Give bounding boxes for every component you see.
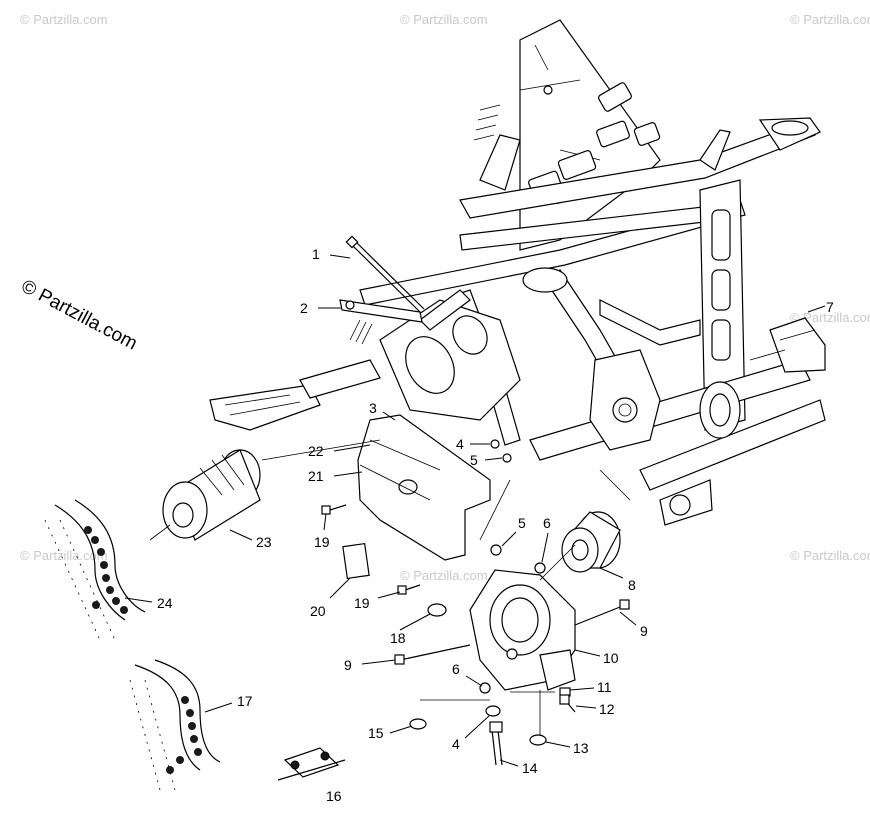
callout-13: 13 [545, 740, 589, 756]
callout-label: 10 [603, 650, 619, 666]
callout-label: 18 [390, 630, 406, 646]
nut [479, 682, 491, 694]
callout-17: 17 [204, 693, 253, 713]
callout-12: 12 [575, 701, 615, 717]
pad [769, 317, 826, 373]
callout-1: 1 [312, 246, 351, 262]
watermark: © Partzilla.com [20, 12, 108, 27]
bolt [321, 504, 347, 515]
chain-guard [357, 414, 491, 561]
callout-11: 11 [569, 679, 612, 695]
callout-22: 22 [308, 443, 371, 459]
watermark: © Partzilla.com [790, 310, 870, 325]
bearing-carrier [469, 569, 576, 691]
callout-8: 8 [599, 567, 636, 593]
callout-24: 24 [124, 595, 173, 611]
link-arm [339, 299, 423, 323]
bolt [559, 694, 576, 713]
callout-4: 4 [456, 436, 490, 452]
bolt [397, 584, 421, 595]
callout-9a: 9 [344, 657, 396, 673]
callout-6a: 6 [541, 515, 551, 563]
bolt [489, 721, 503, 766]
callout-14: 14 [499, 759, 538, 776]
callout-20: 20 [310, 577, 351, 619]
callout-15: 15 [368, 725, 413, 741]
callout-label: 13 [573, 740, 589, 756]
callout-label: 15 [368, 725, 384, 741]
chain [44, 499, 146, 641]
callout-label: 7 [826, 299, 834, 315]
callout-label: 16 [326, 788, 342, 804]
callout-label: 9 [344, 657, 352, 673]
callout-label: 4 [456, 436, 464, 452]
watermark: © Partzilla.com [790, 12, 870, 27]
callout-21: 21 [308, 468, 363, 484]
callout-label: 12 [599, 701, 615, 717]
partzilla-watermark: © Partzilla.com [18, 276, 141, 355]
callout-19a: 19 [314, 513, 330, 550]
nut [534, 562, 546, 574]
callout-label: 9 [640, 623, 648, 639]
callout-label: 1 [312, 246, 320, 262]
callout-label: 6 [452, 661, 460, 677]
bolt [345, 235, 425, 313]
bolt [394, 644, 471, 665]
nut [490, 544, 502, 556]
chain [129, 659, 221, 791]
washer [485, 705, 501, 717]
washer [529, 734, 547, 746]
washer [409, 718, 427, 730]
callout-label: 14 [522, 760, 538, 776]
callout-label: 11 [597, 679, 612, 695]
washer [490, 439, 500, 449]
callout-label: 22 [308, 443, 324, 459]
callout-7: 7 [807, 299, 834, 315]
watermark: © Partzilla.com [790, 548, 870, 563]
callout-label: 19 [314, 534, 330, 550]
watermark: © Partzilla.com [400, 12, 488, 27]
callout-3: 3 [369, 400, 396, 421]
callout-23: 23 [229, 529, 272, 550]
callout-label: 19 [354, 595, 370, 611]
master-link [277, 747, 346, 781]
callout-label: 5 [470, 452, 478, 468]
callout-label: 20 [310, 603, 326, 619]
callout-6b: 6 [452, 661, 483, 687]
callout-label: 3 [369, 400, 377, 416]
callout-2: 2 [300, 300, 342, 316]
callout-10: 10 [574, 649, 619, 666]
callout-label: 23 [256, 534, 272, 550]
callout-5b: 5 [501, 515, 526, 547]
washer [427, 603, 447, 617]
sprocket [162, 449, 261, 541]
guide-lines [149, 349, 786, 735]
bearing [561, 511, 621, 573]
callout-label: 21 [308, 468, 324, 484]
callout-5: 5 [470, 452, 503, 468]
callout-label: 17 [237, 693, 253, 709]
callout-19b: 19 [354, 591, 401, 611]
watermark: © Partzilla.com [20, 548, 108, 563]
callout-label: 24 [157, 595, 173, 611]
callout-9b: 9 [619, 611, 648, 639]
callout-label: 4 [452, 736, 460, 752]
watermark: © Partzilla.com [400, 568, 488, 583]
callout-18: 18 [390, 613, 431, 646]
frame-assembly [209, 19, 826, 526]
callout-label: 6 [543, 515, 551, 531]
nut [502, 453, 512, 463]
decal [342, 542, 370, 580]
callout-16: 16 [326, 788, 342, 804]
callout-label: 5 [518, 515, 526, 531]
callout-label: 8 [628, 577, 636, 593]
callout-label: 2 [300, 300, 308, 316]
callout-4b: 4 [452, 715, 490, 752]
bolt [574, 599, 630, 626]
